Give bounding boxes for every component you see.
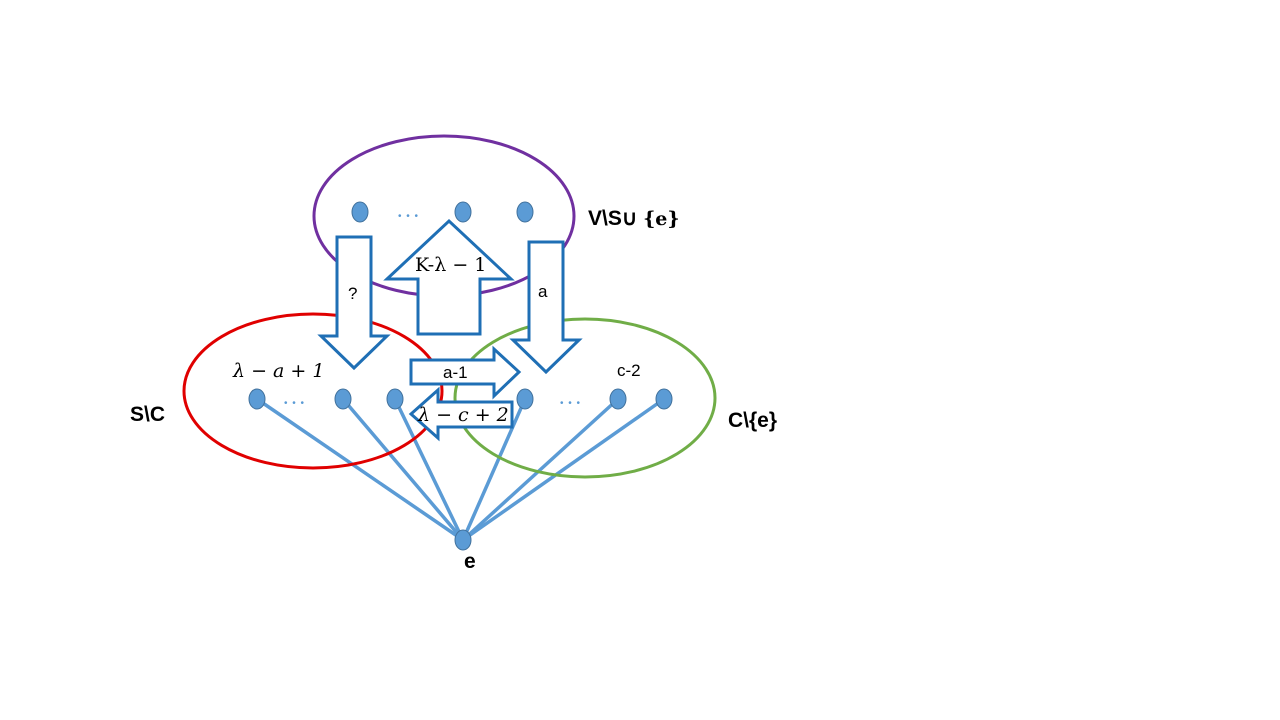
node <box>516 388 534 410</box>
arrow-right-to-left-label: λ − c + 2 <box>417 404 509 426</box>
right-set-ellipsis: • • • <box>560 398 581 409</box>
hub-label: e <box>464 550 476 573</box>
edge <box>461 397 666 542</box>
right-set-nodes <box>516 388 673 410</box>
block-arrows <box>317 218 583 442</box>
arrow-top-to-left-label: ? <box>348 284 357 303</box>
top-set-label: V\S∪ {e} <box>588 207 680 230</box>
node <box>248 388 266 410</box>
node <box>609 388 627 410</box>
top-set-label-math: {e} <box>643 208 680 230</box>
left-set-nodes <box>248 388 404 410</box>
left-set-ellipsis: • • • <box>284 398 305 409</box>
node <box>334 388 352 410</box>
edge <box>393 398 465 541</box>
edge <box>461 397 620 542</box>
hub-edges <box>256 397 666 542</box>
left-set-ellipse <box>182 312 444 470</box>
hub-node <box>454 529 472 551</box>
node <box>386 388 404 410</box>
right-set-label: C\{e} <box>728 409 777 432</box>
edge <box>461 398 527 541</box>
node <box>454 201 472 223</box>
right-set-count: c-2 <box>617 361 641 380</box>
edge <box>256 397 464 542</box>
edge <box>341 397 465 542</box>
arrow-left-to-right <box>409 345 522 400</box>
arrow-top-to-left <box>317 235 391 371</box>
top-set-ellipsis: • • • <box>398 211 419 222</box>
right-set-ellipse <box>453 317 717 479</box>
arrow-top-to-right <box>509 240 583 375</box>
arrow-right-to-left <box>408 386 514 442</box>
arrow-top-to-right-label: a <box>538 282 548 301</box>
arrow-left-to-right-label: a-1 <box>443 363 468 382</box>
node <box>655 388 673 410</box>
arrow-left-to-top <box>383 218 515 336</box>
arrow-left-to-top-label: K-λ − 1 <box>415 254 486 276</box>
node <box>516 201 534 223</box>
left-set-label: S\C <box>130 403 165 426</box>
top-set-nodes <box>351 201 534 223</box>
left-set-count: λ − a + 1 <box>232 360 324 382</box>
node <box>351 201 369 223</box>
top-set-label-text: V\S∪ <box>588 207 643 230</box>
